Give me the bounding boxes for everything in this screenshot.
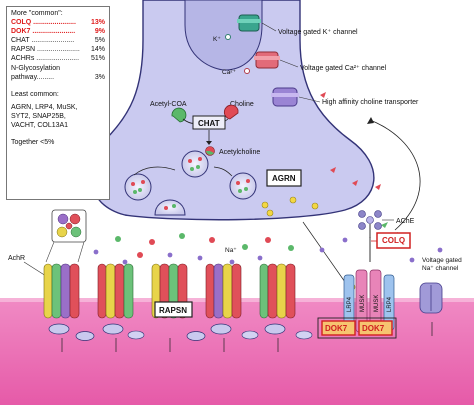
dok7-outer-box	[317, 317, 397, 339]
ion-flux-arrows	[61, 322, 433, 352]
agrn-arrow	[302, 221, 346, 283]
k-ion-label: K⁺	[213, 36, 221, 43]
k-ion	[225, 34, 231, 40]
voltage-k-label: Voltage gated K⁺ channel	[278, 29, 358, 36]
more-common-heading: More "common":	[11, 10, 63, 17]
glyco-row-1: N-Glycosylation	[11, 64, 105, 73]
glyco-line1: N-Glycosylation	[11, 64, 61, 72]
voltage-na-label-1: Voltage gated	[422, 257, 462, 264]
gene-name: COLQ ......................	[11, 19, 76, 27]
cht-leader	[298, 96, 321, 103]
ca-leader	[279, 59, 299, 68]
ache-enzyme	[358, 210, 382, 262]
gene-name: RAPSN ......................	[11, 46, 80, 54]
acetylcholine-label: Acetylcholine	[219, 149, 260, 156]
least-common-line-1: AGRN, LRP4, MuSK,	[11, 103, 78, 111]
gene-name: CHAT ......................	[11, 37, 75, 45]
na-channel	[419, 282, 443, 314]
achr-leader	[23, 261, 47, 277]
ca-ion	[244, 68, 250, 74]
achr-channels	[43, 263, 296, 319]
gene-name: ACHRs ......................	[11, 55, 80, 63]
rapsn-label: RAPSN	[159, 306, 187, 315]
least-common-line-3: VACHT, COL13A1	[11, 122, 69, 130]
gene-frequency-legend: More "common": COLQ ....................…	[6, 6, 110, 200]
least-common-heading: Least common:	[11, 90, 59, 98]
gene-percent: 14%	[90, 46, 105, 54]
lrp4-left-label: LRP4	[347, 296, 353, 312]
gene-percent: 5%	[94, 37, 105, 45]
gene-percent: 13%	[90, 19, 105, 27]
recycle-arrow	[369, 119, 421, 231]
recycle-arrowhead	[367, 117, 374, 124]
agrn-box	[266, 169, 302, 187]
vesicle-arrow-b	[213, 166, 233, 177]
dok7-right-box	[358, 320, 393, 336]
dok7-right-label: DOK7	[362, 324, 385, 333]
choline-icon	[223, 104, 239, 120]
gene-row-chat: CHAT ...................... 5%	[11, 36, 105, 45]
glyco-row-2: pathway......... 3%	[11, 73, 105, 82]
gene-row-rapsn: RAPSN ...................... 14%	[11, 45, 105, 54]
choline-label: Choline	[230, 101, 254, 108]
musk-left-label: MUSK	[360, 295, 366, 312]
ca-ion-label: Ca²⁺	[222, 69, 236, 76]
rapsn-box	[154, 301, 193, 318]
gene-row-dok7: DOK7 ...................... 9%	[11, 27, 105, 36]
na-ion-label: Na⁺	[225, 247, 237, 254]
more-common-list: COLQ ......................13%DOK7 .....…	[11, 18, 105, 63]
voltage-na-label-2: Na⁺ channel	[422, 265, 459, 272]
voltage-ca-label: Voltage gated Ca²⁺ channel	[300, 65, 387, 72]
acetyl-coa-label: Acetyl-COA	[150, 101, 187, 108]
vesicle-ach-dots	[131, 157, 250, 210]
gene-percent: 51%	[90, 55, 105, 63]
dok7-left-box	[321, 320, 356, 336]
ache-label: AChE	[396, 218, 415, 225]
gene-row-achrs: ACHRs ...................... 51%	[11, 54, 105, 63]
colq-label: COLQ	[382, 236, 405, 245]
chat-label: CHAT	[198, 119, 220, 128]
glyco-line2: pathway.........	[11, 73, 55, 81]
dok7-left-label: DOK7	[325, 324, 348, 333]
achr-label: AchR	[8, 255, 25, 262]
cleft-ach	[93, 233, 443, 265]
agrn-label: AGRN	[272, 174, 296, 183]
k-leader	[261, 22, 277, 32]
together-text: Together <5%	[11, 139, 55, 147]
lrp4-right-label: LRP4	[387, 296, 393, 312]
glyco-value: 3%	[94, 73, 105, 81]
gene-percent: 9%	[94, 28, 105, 36]
chat-box	[192, 115, 226, 130]
vesicle-arrow-a	[133, 166, 176, 176]
chat-arrowhead	[206, 141, 212, 145]
rapsyn-clusters	[48, 323, 286, 341]
gene-row-colq: COLQ ...................... 13%	[11, 18, 105, 27]
vesicles	[124, 150, 257, 216]
ca-channel	[254, 51, 280, 69]
choline-transporter	[271, 87, 299, 107]
lrp4-musk-complex	[343, 269, 395, 333]
colq-box	[376, 232, 411, 249]
achr-subunit-inset	[45, 209, 87, 263]
choline-transporter-label: High affinity choline transporter	[322, 99, 419, 106]
k-channel	[237, 14, 261, 32]
musk-right-label: MUSK	[374, 295, 380, 312]
gene-name: DOK7 ......................	[11, 28, 76, 36]
membrane-particles	[127, 330, 313, 340]
least-common-line-2: SYT2, SNAP25B,	[11, 112, 66, 120]
acetyl-coa-icon	[171, 107, 187, 123]
